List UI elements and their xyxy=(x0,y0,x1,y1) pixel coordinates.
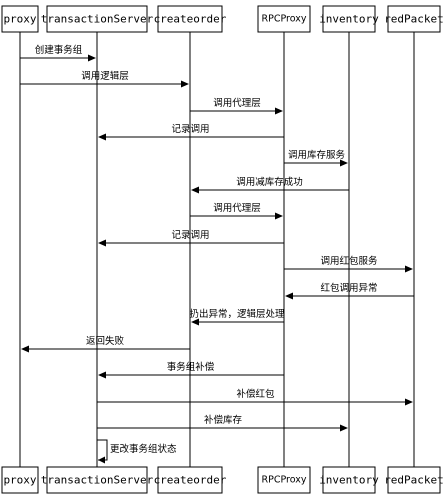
participant-label: inventory xyxy=(319,13,379,26)
participant-box xyxy=(387,466,441,494)
participant-label: RPCProxy xyxy=(262,14,307,25)
lifelines xyxy=(19,32,415,467)
participant-box xyxy=(1,5,39,33)
message-3: 调用代理层 xyxy=(190,98,283,115)
arrow-head-icon xyxy=(405,398,413,406)
participant-top-proxy: proxy xyxy=(1,5,39,33)
message-10: 红包调用异常 xyxy=(285,282,414,300)
participant-box xyxy=(322,466,376,494)
participant-box xyxy=(157,466,223,494)
participant-bottom-redPacket: redPacket xyxy=(384,466,444,494)
participant-top-createorder: createorder xyxy=(154,5,227,33)
message-label: 创建事务组 xyxy=(35,44,83,56)
participant-bottom-transactionServer: transactionServer xyxy=(41,466,154,494)
message-11: 扔出异常，逻辑层处理 xyxy=(189,308,285,326)
arrow-head-icon xyxy=(98,371,106,379)
message-label: 补偿红包 xyxy=(236,388,275,400)
message-label: 补偿库存 xyxy=(204,414,243,426)
arrow-head-icon xyxy=(181,80,189,88)
arrow-head-icon xyxy=(191,318,199,326)
arrow-head-icon xyxy=(98,456,105,464)
participant-bottom-RPCProxy: RPCProxy xyxy=(257,466,311,494)
message-1: 创建事务组 xyxy=(20,44,96,62)
participant-box xyxy=(387,5,441,33)
message-arrow-line xyxy=(97,439,108,461)
arrow-head-icon xyxy=(98,239,106,247)
participant-bottom-inventory: inventory xyxy=(319,466,379,494)
arrow-head-icon xyxy=(191,186,199,194)
message-5: 调用库存服务 xyxy=(284,149,348,167)
participant-box xyxy=(157,5,223,33)
participant-box xyxy=(46,466,148,494)
participant-boxes: proxy proxy transactionServer transactionSe… xyxy=(1,5,444,494)
message-label: 调用逻辑层 xyxy=(81,70,129,82)
message-13: 事务组补偿 xyxy=(98,361,284,379)
message-16: 更改事务组状态 xyxy=(97,439,177,464)
message-2: 调用逻辑层 xyxy=(20,70,189,88)
participant-top-RPCProxy: RPCProxy xyxy=(257,5,311,33)
participant-box xyxy=(322,5,376,33)
message-label: 记录调用 xyxy=(171,229,209,241)
message-15: 补偿库存 xyxy=(97,414,348,432)
message-6: 调用减库存成功 xyxy=(191,176,349,194)
arrow-head-icon xyxy=(21,345,29,353)
message-label: 调用代理层 xyxy=(213,98,261,109)
participant-label: transactionServer xyxy=(41,13,154,26)
participant-top-transactionServer: transactionServer xyxy=(41,5,154,33)
message-label: 调用红包服务 xyxy=(320,255,378,267)
message-label: 记录调用 xyxy=(171,123,209,135)
message-label: 调用减库存成功 xyxy=(236,176,303,188)
arrow-head-icon xyxy=(340,159,348,167)
participant-bottom-createorder: createorder xyxy=(154,466,227,494)
arrow-head-icon xyxy=(405,265,413,273)
arrow-head-icon xyxy=(98,133,106,141)
message-14: 补偿红包 xyxy=(97,388,413,406)
arrow-head-icon xyxy=(285,292,293,300)
message-label: 返回失败 xyxy=(86,335,125,347)
message-label: 调用库存服务 xyxy=(288,149,346,161)
messages: 创建事务组调用逻辑层调用代理层记录调用调用库存服务调用减库存成功调用代理层记录调… xyxy=(20,44,414,464)
message-9: 调用红包服务 xyxy=(284,255,413,273)
participant-bottom-proxy: proxy xyxy=(1,466,39,494)
message-7: 调用代理层 xyxy=(190,203,283,220)
participant-top-redPacket: redPacket xyxy=(384,5,444,33)
message-label: 更改事务组状态 xyxy=(110,443,177,455)
message-4: 记录调用 xyxy=(98,123,284,141)
message-label: 扔出异常，逻辑层处理 xyxy=(189,308,285,320)
participant-box xyxy=(46,5,148,33)
participant-label: RPCProxy xyxy=(262,475,307,486)
participant-label: redPacket xyxy=(384,13,444,26)
participant-box xyxy=(257,466,311,494)
message-label: 红包调用异常 xyxy=(320,282,377,294)
participant-label: transactionServer xyxy=(41,474,154,487)
participant-box xyxy=(257,5,311,33)
participant-label: proxy xyxy=(3,474,36,487)
participant-label: redPacket xyxy=(384,474,444,487)
arrow-head-icon xyxy=(88,54,96,62)
arrow-head-icon xyxy=(275,107,283,115)
participant-label: createorder xyxy=(154,474,227,487)
participant-label: proxy xyxy=(3,13,36,26)
arrow-head-icon xyxy=(275,212,283,220)
participant-label: createorder xyxy=(154,13,227,26)
participant-label: inventory xyxy=(319,474,379,487)
message-label: 调用代理层 xyxy=(213,203,261,214)
message-8: 记录调用 xyxy=(98,229,284,247)
participant-top-inventory: inventory xyxy=(319,5,379,33)
participant-box xyxy=(1,466,39,494)
message-12: 返回失败 xyxy=(21,335,190,353)
message-label: 事务组补偿 xyxy=(167,361,215,373)
arrow-head-icon xyxy=(340,424,348,432)
